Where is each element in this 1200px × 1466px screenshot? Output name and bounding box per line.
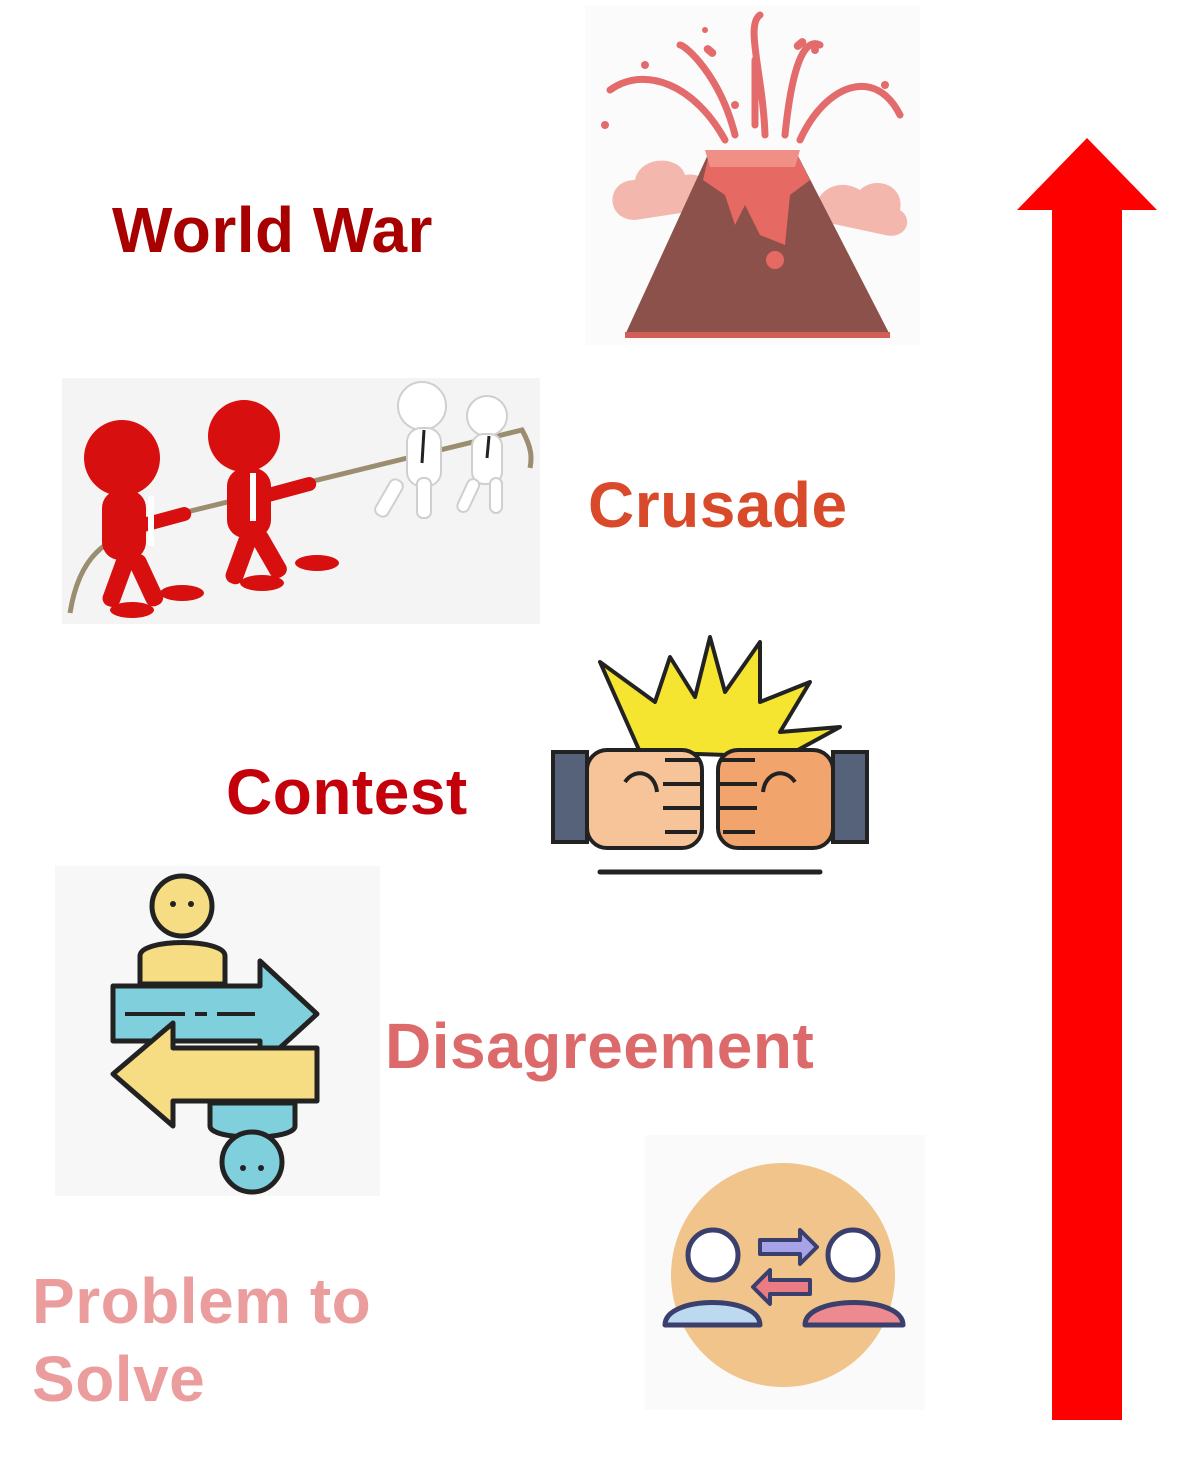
label-problem-line2: Solve: [32, 1343, 206, 1415]
label-world-war: World War: [112, 194, 433, 266]
label-contest: Contest: [226, 756, 468, 828]
opposing-arrows-people-icon: [55, 866, 380, 1196]
volcano-icon: [585, 5, 920, 345]
label-disagreement: Disagreement: [385, 1010, 815, 1082]
fist-bump-icon: [545, 632, 875, 877]
label-problem-line1: Problem to: [32, 1265, 372, 1337]
up-arrow-icon: [1017, 138, 1157, 1420]
tug-of-war-icon: [62, 378, 540, 624]
label-problem-to-solve: Problem to Solve: [32, 1262, 371, 1418]
label-crusade: Crusade: [588, 469, 848, 541]
exchange-people-icon: [645, 1135, 925, 1410]
